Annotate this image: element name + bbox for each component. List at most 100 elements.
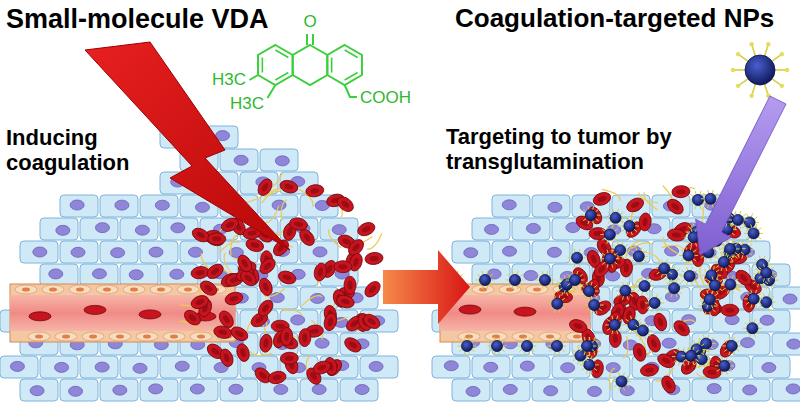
peptide-ligand: [549, 283, 552, 285]
peptide-ligand: [735, 252, 738, 254]
peptide-ligand: [664, 278, 667, 280]
peptide-ligand: [683, 362, 684, 366]
double-bond: [275, 50, 288, 58]
peptide-ligand: [548, 303, 552, 304]
peptide-ligand: [693, 250, 696, 252]
peptide-ligand: [746, 237, 749, 239]
red-blood-cell: [235, 342, 251, 362]
cell-center: [347, 281, 352, 290]
red-blood-cell: [342, 335, 364, 355]
cell-nucleus: [171, 223, 185, 233]
cell-center: [664, 379, 673, 389]
peptide-ligand: [727, 275, 728, 279]
peptide-ligand: [618, 294, 621, 296]
red-blood-cell: [322, 312, 338, 332]
peptide-ligand: [594, 368, 597, 370]
cell-center: [302, 232, 311, 242]
peptide-ligand: [627, 282, 628, 286]
peptide-ligand: [591, 349, 594, 351]
nanoparticle-core: [745, 55, 775, 85]
cell-center: [707, 369, 717, 375]
peptide-ligand: [635, 226, 639, 227]
peptide-ligand: [594, 294, 597, 296]
fibrin-strand: [250, 352, 272, 356]
peptide-ligand: [715, 365, 719, 366]
peptide-ligand: [674, 351, 677, 353]
peptide-ligand: [717, 275, 721, 276]
peptide-ligand: [482, 285, 483, 289]
cell-center: [725, 308, 734, 313]
peptide-ligand: [631, 260, 634, 262]
peptide-ligand: [559, 351, 560, 355]
peptide-ligand: [547, 285, 548, 289]
peptide-ligand: [519, 274, 522, 276]
cell-center: [272, 374, 282, 381]
peptide-ligand: [736, 340, 739, 342]
peptide-ligand: [488, 346, 492, 347]
cell-center: [670, 202, 680, 212]
red-blood-cell: [280, 352, 299, 365]
peptide-ligand: [600, 305, 604, 306]
endothelial-cell: [42, 285, 64, 294]
peptide-ligand: [571, 355, 575, 356]
peptide-ligand: [518, 346, 522, 347]
nanoparticle: [761, 267, 772, 278]
peptide-ligand: [583, 218, 586, 220]
cell-nucleus: [547, 247, 561, 257]
cell-center: [212, 236, 221, 241]
peptide-ligand: [676, 293, 677, 297]
peptide-ligand: [595, 210, 598, 212]
peptide-ligand: [622, 229, 625, 231]
peptide-ligand: [635, 334, 638, 336]
cell-center: [657, 317, 665, 327]
peptide-ligand: [703, 193, 706, 195]
double-bond: [262, 58, 264, 73]
cell-nucleus: [155, 200, 169, 210]
cell-nucleus: [190, 384, 204, 394]
peptide-ligand: [696, 359, 699, 361]
peptide-ligand: [700, 191, 701, 195]
peptide-ligand: [617, 223, 618, 227]
peptide-ligand: [669, 280, 670, 284]
peptide-ligand: [566, 292, 567, 296]
peptide-ligand: [595, 291, 599, 292]
peptide-ligand: [666, 283, 669, 285]
peptide-ligand: [612, 316, 613, 320]
cell-center: [262, 282, 270, 292]
peptide-ligand: [542, 285, 543, 289]
peptide-ligand: [599, 308, 602, 310]
peptide-ligand: [708, 335, 709, 339]
nanoparticle: [649, 297, 660, 308]
peptide-ligand: [649, 289, 652, 291]
cell-nucleus: [787, 339, 800, 349]
nanoparticle: [744, 217, 755, 228]
carbonyl-bond: [312, 34, 314, 45]
peptide-ligand: [707, 305, 708, 309]
tumor-cell: [40, 264, 78, 286]
peptide-ligand: [620, 212, 623, 214]
red-blood-cell: [606, 310, 623, 331]
peptide-ligand: [759, 233, 763, 234]
nanoparticle: [575, 350, 586, 361]
peptide-ligand: [729, 261, 733, 262]
peptide-ligand: [772, 272, 776, 273]
peptide-ligand: [754, 333, 755, 337]
peptide-ligand: [743, 219, 747, 220]
peptide-ligand: [482, 271, 483, 275]
tumor-cell: [220, 149, 258, 171]
nanoparticle: [616, 376, 627, 387]
peptide-ligand: [624, 324, 628, 325]
peptide-ligand: [743, 328, 747, 329]
cell-center: [677, 323, 687, 333]
peptide-ligand: [751, 213, 752, 217]
peptide-ligand: [768, 278, 769, 282]
peptide-ligand: [720, 285, 724, 286]
peptide-ligand: [757, 331, 760, 333]
peptide-ligand: [733, 229, 737, 230]
peptide-ligand: [759, 305, 762, 307]
peptide-ligand: [723, 279, 726, 281]
peptide-ligand: [704, 278, 707, 280]
peptide-ligand: [735, 279, 738, 281]
peptide-ligand: [626, 217, 627, 221]
